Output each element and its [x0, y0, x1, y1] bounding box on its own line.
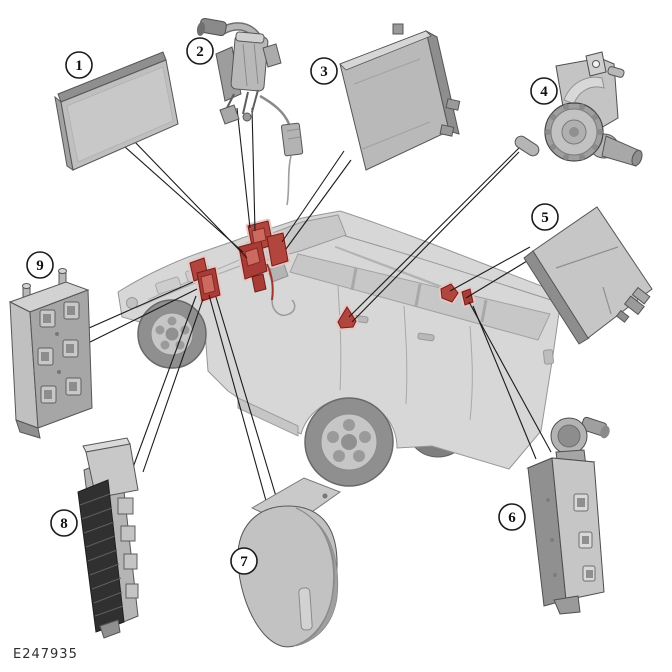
rear-wheel	[304, 397, 394, 487]
callout-2: 2	[186, 37, 214, 65]
highlight-red-cable	[266, 263, 274, 301]
callout-9-number: 9	[36, 258, 44, 274]
highlight-fender-bracket	[189, 257, 221, 302]
component-2-mechanism-assembly	[196, 17, 304, 206]
callout-3-number: 3	[320, 64, 328, 80]
component-4-motor-actuator	[514, 51, 643, 167]
callout-2-number: 2	[196, 44, 204, 60]
callout-8-number: 8	[60, 516, 68, 532]
callout-8: 8	[50, 509, 78, 537]
callout-1: 1	[65, 51, 93, 79]
component-1-display-panel	[54, 51, 179, 172]
component-8-amplifier	[77, 437, 139, 639]
callout-5-number: 5	[541, 210, 549, 226]
callout-3: 3	[310, 57, 338, 85]
callout-5: 5	[531, 203, 559, 231]
module-connectors	[37, 301, 82, 404]
leader-lines	[77, 107, 552, 509]
hood-checker-plate	[155, 276, 182, 295]
component-3-control-module	[339, 23, 461, 171]
side-step	[237, 397, 299, 437]
callout-4: 4	[530, 77, 558, 105]
callout-9: 9	[26, 251, 54, 279]
component-6-antenna-unit	[526, 416, 610, 615]
figure-reference-code: E247935	[13, 647, 78, 662]
component-9-junction-module	[8, 268, 93, 439]
tail-lamp	[542, 349, 555, 365]
callout-4-number: 4	[540, 84, 548, 100]
callout-6: 6	[498, 503, 526, 531]
highlight-roof-sensor	[337, 306, 357, 329]
component-7-speaker-enclosure	[237, 477, 342, 648]
callout-6-number: 6	[508, 510, 516, 526]
front-wheel	[137, 299, 207, 369]
callout-1-number: 1	[75, 58, 83, 74]
callout-7: 7	[230, 547, 258, 575]
component-5-receiver-module	[523, 206, 653, 345]
callout-7-number: 7	[240, 554, 248, 570]
